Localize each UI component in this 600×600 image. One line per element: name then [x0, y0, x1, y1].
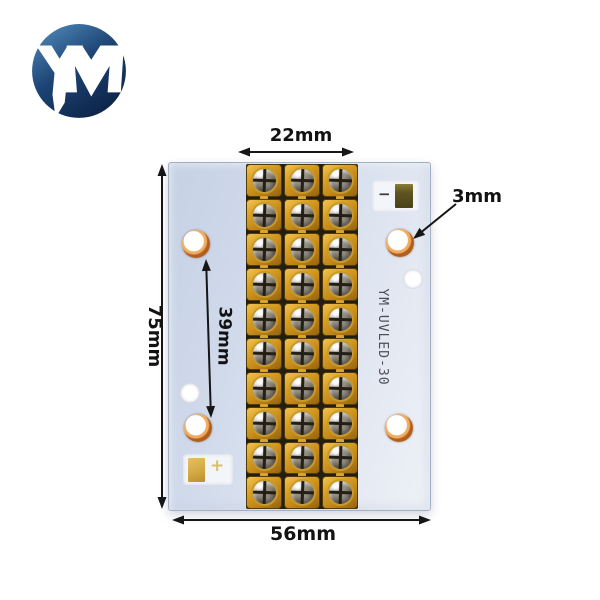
- uv-led: [284, 476, 320, 509]
- led-dome: [326, 409, 354, 437]
- led-dome: [288, 479, 316, 507]
- led-dome: [326, 201, 354, 229]
- dimension-label-board-width: 56mm: [269, 523, 337, 545]
- plain-hole-right: [403, 269, 423, 289]
- led-dome: [326, 479, 354, 507]
- positive-solder-pad: [188, 458, 205, 482]
- led-dome: [250, 375, 278, 403]
- uv-led: [284, 198, 320, 236]
- dimension-label-led-array-width: 22mm: [269, 125, 333, 146]
- uv-led: [284, 406, 320, 444]
- led-dome: [288, 340, 316, 368]
- uv-led: [246, 164, 282, 201]
- uv-led: [322, 302, 358, 340]
- uv-led: [246, 337, 282, 374]
- uv-led: [284, 268, 320, 305]
- led-dome: [250, 444, 278, 472]
- ym-logo: [32, 24, 126, 118]
- led-dome: [288, 201, 316, 229]
- dimension-label-hole-diameter: 3mm: [452, 186, 503, 207]
- led-dome: [250, 270, 278, 298]
- led-dome: [326, 270, 354, 298]
- uv-led: [322, 337, 358, 374]
- positive-terminal: +: [183, 454, 233, 485]
- dimension-label-hole-pitch: 39mm: [213, 306, 235, 366]
- uv-led-pcb: − + YM-UVLED-30: [168, 162, 431, 511]
- led-dome: [250, 201, 278, 229]
- uv-led: [246, 406, 282, 444]
- mounting-hole-bottom-right: [385, 414, 413, 442]
- uv-led: [322, 406, 358, 444]
- uv-led: [246, 198, 282, 236]
- led-dome: [288, 270, 316, 298]
- led-dome: [326, 236, 354, 264]
- led-dome: [288, 305, 316, 333]
- uv-led: [246, 372, 282, 409]
- negative-terminal: −: [372, 180, 420, 212]
- uv-led: [322, 233, 358, 270]
- led-dome: [326, 444, 354, 472]
- uv-led: [246, 268, 282, 305]
- uv-led: [322, 476, 358, 509]
- uv-led: [284, 337, 320, 374]
- led-dome: [326, 340, 354, 368]
- logo-letter-m: [63, 45, 124, 97]
- led-dome: [326, 305, 354, 333]
- uv-led: [284, 441, 320, 478]
- mounting-hole-top-right: [386, 229, 414, 257]
- silkscreen-label: YM-UVLED-30: [375, 288, 390, 386]
- led-dome: [288, 236, 316, 264]
- uv-led: [284, 233, 320, 270]
- dimension-label-board-height: 75mm: [144, 304, 165, 368]
- arrow-22mm: [238, 147, 354, 157]
- minus-mark: −: [378, 185, 391, 203]
- led-dome: [288, 444, 316, 472]
- led-dome: [250, 340, 278, 368]
- led-dome: [250, 166, 278, 194]
- led-dome: [250, 409, 278, 437]
- led-dome: [288, 375, 316, 403]
- led-dome: [288, 166, 316, 194]
- led-grid: [246, 164, 358, 509]
- uv-led: [284, 164, 320, 201]
- plain-hole-left: [180, 383, 200, 403]
- uv-led: [322, 268, 358, 305]
- uv-led: [246, 302, 282, 340]
- mounting-hole-top-left: [182, 230, 210, 258]
- uv-led: [284, 302, 320, 340]
- uv-led: [246, 233, 282, 270]
- led-dome: [326, 375, 354, 403]
- led-dome: [250, 236, 278, 264]
- uv-led: [322, 441, 358, 478]
- uv-led: [322, 372, 358, 409]
- uv-led: [246, 441, 282, 478]
- led-dome: [326, 166, 354, 194]
- uv-led: [284, 372, 320, 409]
- uv-led: [322, 164, 358, 201]
- uv-led: [246, 476, 282, 509]
- mounting-hole-bottom-left: [184, 414, 212, 442]
- uv-led: [322, 198, 358, 236]
- led-dome: [250, 305, 278, 333]
- led-dome: [250, 479, 278, 507]
- negative-solder-pad: [395, 184, 413, 208]
- plus-mark: +: [210, 456, 225, 476]
- led-dome: [288, 409, 316, 437]
